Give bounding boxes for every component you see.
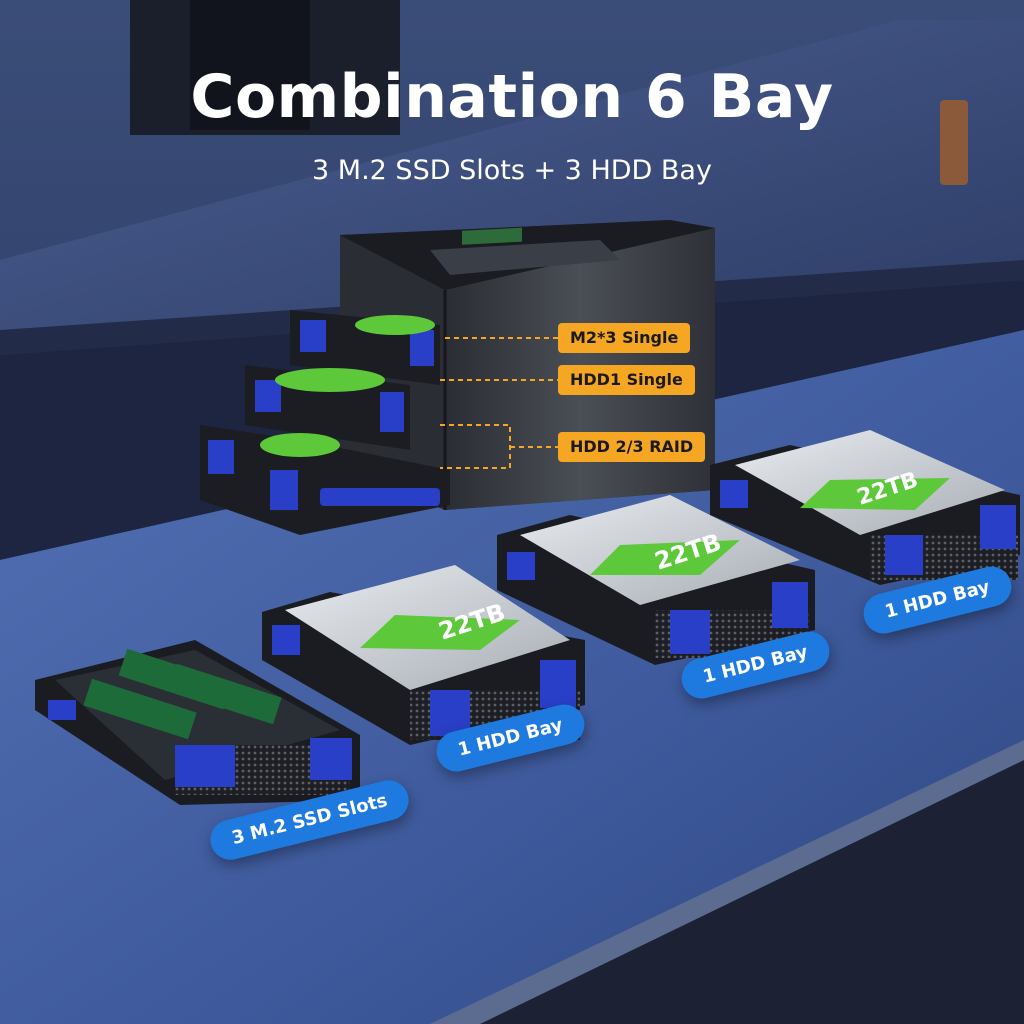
page-subtitle: 3 M.2 SSD Slots + 3 HDD Bay (312, 155, 712, 186)
monitor-stand (190, 0, 310, 130)
callout-hdd-raid: HDD 2/3 RAID (558, 432, 706, 462)
enclosure-tray-hdd1 (245, 365, 410, 450)
tray-m2-ssd (35, 640, 360, 805)
upper-shelf (0, 20, 1024, 330)
desk-mat-edge (430, 740, 1024, 1024)
tray-hdd-1 (262, 565, 585, 745)
enclosure-tray-hdd2 (200, 425, 450, 535)
callout-m2-single: M2*3 Single (558, 323, 691, 353)
page-title: Combination 6 Bay (190, 62, 834, 132)
enclosure-tray-m2 (290, 310, 440, 385)
callout-hdd1-single: HDD1 Single (558, 365, 695, 395)
tray-hdd-2 (497, 495, 815, 665)
tray-hdd-3 (710, 430, 1020, 585)
shelf-wood-leg (940, 100, 968, 185)
